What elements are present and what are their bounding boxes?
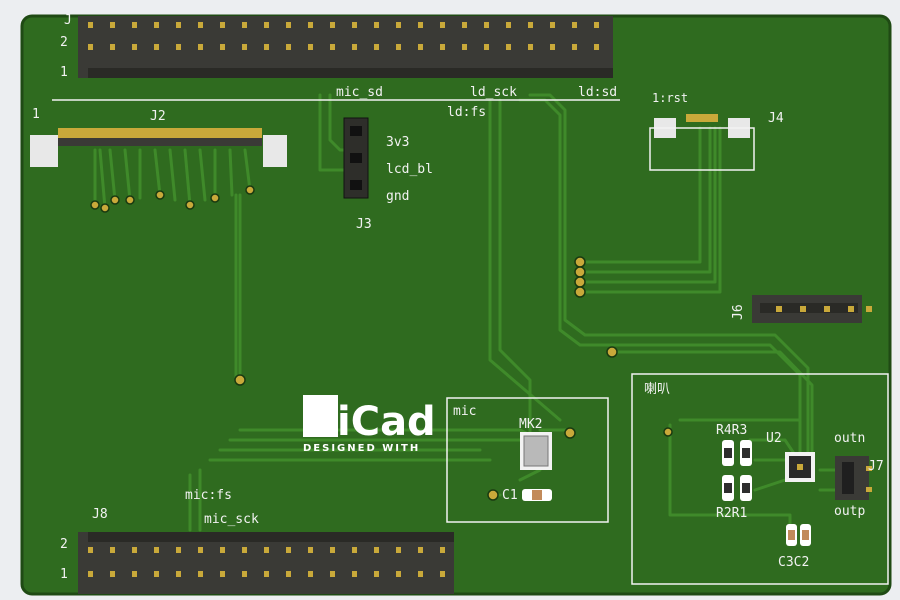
rst-label: 1:rst (652, 91, 688, 105)
bottom-pin-2-label: 2 (60, 537, 68, 552)
j2-pin-1-label: 1 (32, 107, 40, 122)
c1-component (522, 489, 552, 501)
kicad-logo-tagline: DESIGNED WITH (303, 443, 420, 454)
header-j6 (752, 295, 872, 323)
speaker-outline (631, 373, 889, 585)
j3-lcd-bl-label: lcd_bl (386, 162, 433, 177)
mic-sck-label: mic_sck (204, 512, 259, 527)
r4r3-label: R4R3 (716, 423, 747, 438)
mic-fs-label: mic:fs (185, 488, 232, 503)
header-j3 (343, 117, 369, 199)
top-pin-2-label: 2 (60, 35, 68, 50)
ld-sck-label: ld_sck (470, 85, 517, 100)
capacitor-bodies (788, 530, 809, 540)
ld-sd-label: ld:sd (578, 85, 617, 100)
j3-3v3-label: 3v3 (386, 135, 409, 150)
header-j1 (78, 16, 613, 78)
outn-label: outn (834, 431, 865, 446)
top-pin-1-label: 1 (60, 65, 68, 80)
c3c2-label: C3C2 (778, 555, 809, 570)
connector-j2 (30, 128, 287, 167)
j6-ref-label: J6 (731, 304, 746, 320)
j7-ref-label: J7 (868, 459, 884, 474)
j3-gnd-label: gnd (386, 189, 409, 204)
resistor-bodies (724, 448, 750, 493)
mic-sd-label: mic_sd (336, 85, 383, 100)
j8-ref-label: J8 (92, 507, 108, 522)
c1-ref-label: C1 (502, 488, 518, 503)
header-j8 (78, 532, 454, 594)
j7-header (835, 456, 872, 500)
mic-label: mic (453, 404, 476, 419)
top-pin-j-label: J (64, 13, 72, 28)
mk2-ref-label: MK2 (519, 417, 542, 432)
kicad-logo-text: KiCad (306, 399, 436, 445)
outp-label: outp (834, 504, 865, 519)
j2-ref-label: J2 (150, 109, 166, 124)
r2r1-label: R2R1 (716, 506, 747, 521)
mic-outline (446, 397, 609, 523)
vias (90, 185, 673, 501)
j4-ref-label: J4 (768, 111, 784, 126)
u2-chip (785, 452, 815, 482)
bottom-pin-1-label: 1 (60, 567, 68, 582)
mk2-component (520, 432, 552, 470)
j3-ref-label: J3 (356, 217, 372, 232)
copper-traces (93, 93, 840, 542)
connector-j4 (649, 114, 755, 171)
u2-ref-label: U2 (766, 431, 782, 446)
kicad-logo (303, 395, 338, 437)
speaker-label: 喇叭 (644, 382, 670, 397)
ld-fs-label: ld:fs (447, 105, 486, 120)
